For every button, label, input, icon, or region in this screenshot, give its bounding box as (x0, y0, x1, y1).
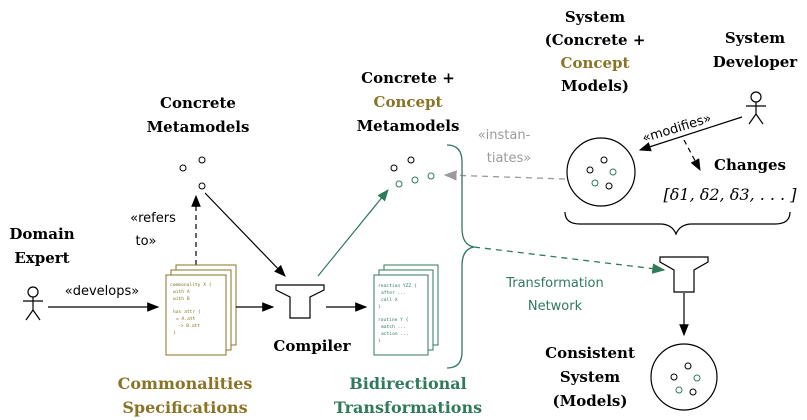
svg-text:Concept: Concept (374, 93, 443, 111)
compiler-to-cc-metamodels-arrow (317, 189, 389, 277)
svg-text:after ...: after ... (381, 290, 406, 296)
develops-label: «develops» (65, 284, 139, 299)
consistent-system-circle (650, 343, 718, 411)
svg-text:«instan-: «instan- (478, 128, 531, 143)
svg-text:routine Y {: routine Y { (378, 317, 409, 323)
network-funnel-icon (659, 256, 709, 293)
refers-to-label: «refers to» (130, 211, 176, 249)
instantiates-arrow (443, 170, 566, 181)
svg-text:to»: to» (135, 234, 156, 249)
svg-text:= A.att: = A.att (176, 316, 196, 322)
svg-text:commonality X {: commonality X { (170, 282, 212, 288)
metamodels-to-compiler-arrow (204, 192, 286, 277)
changes-formula: [δ1, δ2, δ3, . . . ] (664, 185, 798, 204)
consistent-system-label: Consistent System (Models) (545, 344, 635, 410)
bidirectional-transformations-label: Bidirectional Transformations (334, 374, 482, 417)
compiler-label: Compiler (273, 337, 351, 355)
svg-text:Concrete +: Concrete + (361, 69, 455, 87)
svg-text:(Models): (Models) (553, 392, 628, 410)
changes-arrow (683, 139, 701, 172)
system-models-circle (566, 137, 636, 207)
svg-text:tiates»: tiates» (487, 151, 532, 166)
svg-text:System: System (565, 8, 625, 26)
svg-text:Specifications: Specifications (122, 398, 247, 417)
domain-expert-label: Domain Expert (9, 225, 74, 267)
svg-text:(Concrete +: (Concrete + (545, 31, 646, 49)
svg-text:match ...: match ... (381, 324, 406, 330)
svg-text:-> B.att: -> B.att (178, 323, 200, 329)
svg-text:reaction YZZ {: reaction YZZ { (378, 283, 417, 289)
svg-text:System: System (560, 368, 620, 386)
modifies-label: «modifies» (641, 111, 714, 146)
system-title: System (Concrete + Concept Models) (545, 8, 646, 95)
svg-text:has attr {: has attr { (173, 309, 201, 315)
svg-text:Models): Models) (561, 77, 629, 95)
svg-text:«refers: «refers (130, 211, 176, 226)
changes-brace (564, 211, 791, 236)
svg-text:Transformation: Transformation (505, 276, 604, 291)
commonalities-specifications-label: Commonalities Specifications (118, 374, 253, 417)
svg-text:Metamodels: Metamodels (357, 117, 460, 135)
svg-text:Bidirectional: Bidirectional (349, 374, 466, 393)
system-developer-label: System Developer (713, 29, 799, 71)
transformation-brace (446, 144, 475, 369)
svg-text:Metamodels: Metamodels (147, 118, 250, 136)
system-developer-icon (746, 91, 766, 125)
commonalities-documents: commonality X { with A with B has attr {… (165, 264, 237, 356)
cc-metamodels-label: Concrete + Concept Metamodels (357, 69, 460, 135)
transformation-network-arrow (473, 246, 666, 274)
svg-text:Commonalities: Commonalities (118, 374, 253, 393)
svg-text:with B: with B (173, 296, 190, 302)
svg-text:Developer: Developer (713, 53, 799, 71)
svg-text:with A: with A (173, 289, 190, 295)
svg-text:}: } (378, 338, 381, 344)
transformations-documents: reaction YZZ { after ... call X } routin… (373, 264, 439, 356)
svg-text:}: } (173, 330, 176, 336)
cc-metamodels-dots (390, 156, 435, 188)
svg-text:Domain: Domain (9, 225, 74, 243)
svg-text:call X: call X (381, 297, 398, 303)
domain-expert-icon (23, 286, 43, 321)
instantiates-label: «instan- tiates» (478, 128, 532, 166)
svg-text:action ...: action ... (381, 331, 409, 337)
changes-label: Changes (714, 156, 786, 174)
concrete-metamodels-label: Concrete Metamodels (147, 94, 250, 136)
svg-text:Expert: Expert (14, 249, 69, 267)
concrete-metamodels-dots (179, 156, 206, 190)
svg-text:Network: Network (528, 299, 583, 314)
svg-text:Consistent: Consistent (545, 344, 635, 362)
svg-text:Transformations: Transformations (334, 398, 482, 417)
svg-text:System: System (725, 29, 785, 47)
transformation-network-label: Transformation Network (505, 276, 604, 314)
compiler-icon (275, 284, 325, 319)
svg-text:Concrete: Concrete (160, 94, 236, 112)
modifies-arrow (638, 116, 743, 152)
svg-text:}: } (378, 304, 381, 310)
svg-text:Concept: Concept (561, 54, 630, 72)
brace-to-funnel-line (676, 234, 684, 255)
